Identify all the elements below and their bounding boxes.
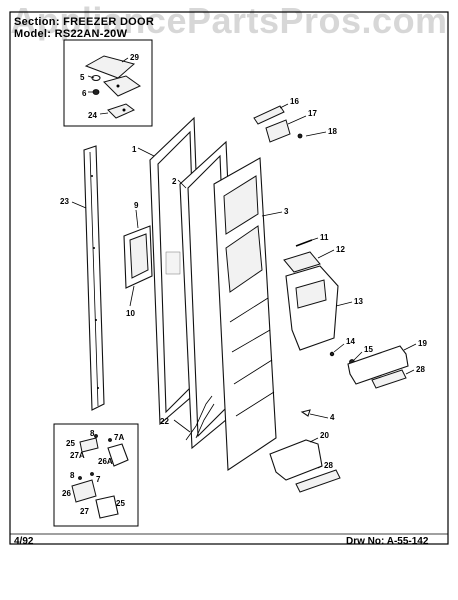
callout-19: 19 [418,339,427,348]
inset-callout-7: 7 [96,475,101,484]
screw-part-14 [329,351,335,357]
inset-callout-27a: 27A [70,451,85,460]
inset-callout-27: 27 [80,507,89,516]
callout-6: 6 [82,89,87,98]
callout-23: 23 [60,197,69,206]
callout-28-upper: 28 [416,365,425,374]
inset-callout-26a: 26A [98,457,113,466]
diagram-border [9,11,449,545]
spring-part-11 [295,239,313,247]
callout-14: 14 [346,337,355,346]
hinge-washer-part-5 [91,74,101,82]
inset-callout-26: 26 [62,489,71,498]
handle-lower-assembly [71,472,119,519]
wire-harness-part-22 [185,395,215,441]
door-shelf-part-19 [347,345,409,385]
callout-10: 10 [126,309,135,318]
footer-date: 4/92 [14,536,34,547]
inset-callout-25-upper: 25 [66,439,75,448]
footer-drawing-number: Drw No: A-55-142 [346,536,429,547]
door-trim-strip-part-23 [83,145,105,411]
section-title: Section: FREEZER DOOR [14,16,155,28]
inset-callout-25-lower: 25 [116,499,125,508]
callout-11: 11 [320,233,329,242]
callout-24: 24 [88,111,97,120]
shelf-trim-part-28-upper [371,369,407,389]
door-liner-part-3 [213,157,277,471]
callout-28-lower: 28 [324,461,333,470]
inset-callout-7a: 7A [114,433,124,442]
handle-upper-assembly [79,434,129,467]
hinge-inset-box [63,39,153,127]
callout-18: 18 [328,127,337,136]
callout-1: 1 [132,145,137,154]
handle-bracket-part-16 [253,105,285,125]
callout-4: 4 [330,413,335,422]
hinge-bushing-part-6 [92,89,100,95]
inset-callout-8: 8 [90,429,95,438]
callout-29: 29 [130,53,139,62]
handle-cap-part-17 [265,119,291,143]
callout-20: 20 [320,431,329,440]
callout-12: 12 [336,245,345,254]
callout-9: 9 [134,201,139,210]
callout-3: 3 [284,207,289,216]
dispenser-chute-part-12 [283,251,321,273]
model-title: Model: RS22AN-20W [14,28,128,40]
callout-5: 5 [80,73,85,82]
hinge-bracket-part-24 [103,75,141,119]
callout-13: 13 [354,297,363,306]
dispenser-door-frame-part-9 [123,225,153,289]
bin-trim-part-28-lower [295,469,341,493]
inset-callout-8-lower: 8 [70,471,75,480]
dispenser-housing-part-13 [285,265,339,351]
screw-part-4 [300,409,311,417]
handle-inset-box [53,423,139,527]
hinge-cover-part-29 [84,55,136,79]
callout-2: 2 [172,177,177,186]
callout-16: 16 [290,97,299,106]
callout-17: 17 [308,109,317,118]
callout-22: 22 [160,417,169,426]
callout-15: 15 [364,345,373,354]
door-bin-part-20 [269,439,323,481]
screw-part-18 [297,133,303,139]
